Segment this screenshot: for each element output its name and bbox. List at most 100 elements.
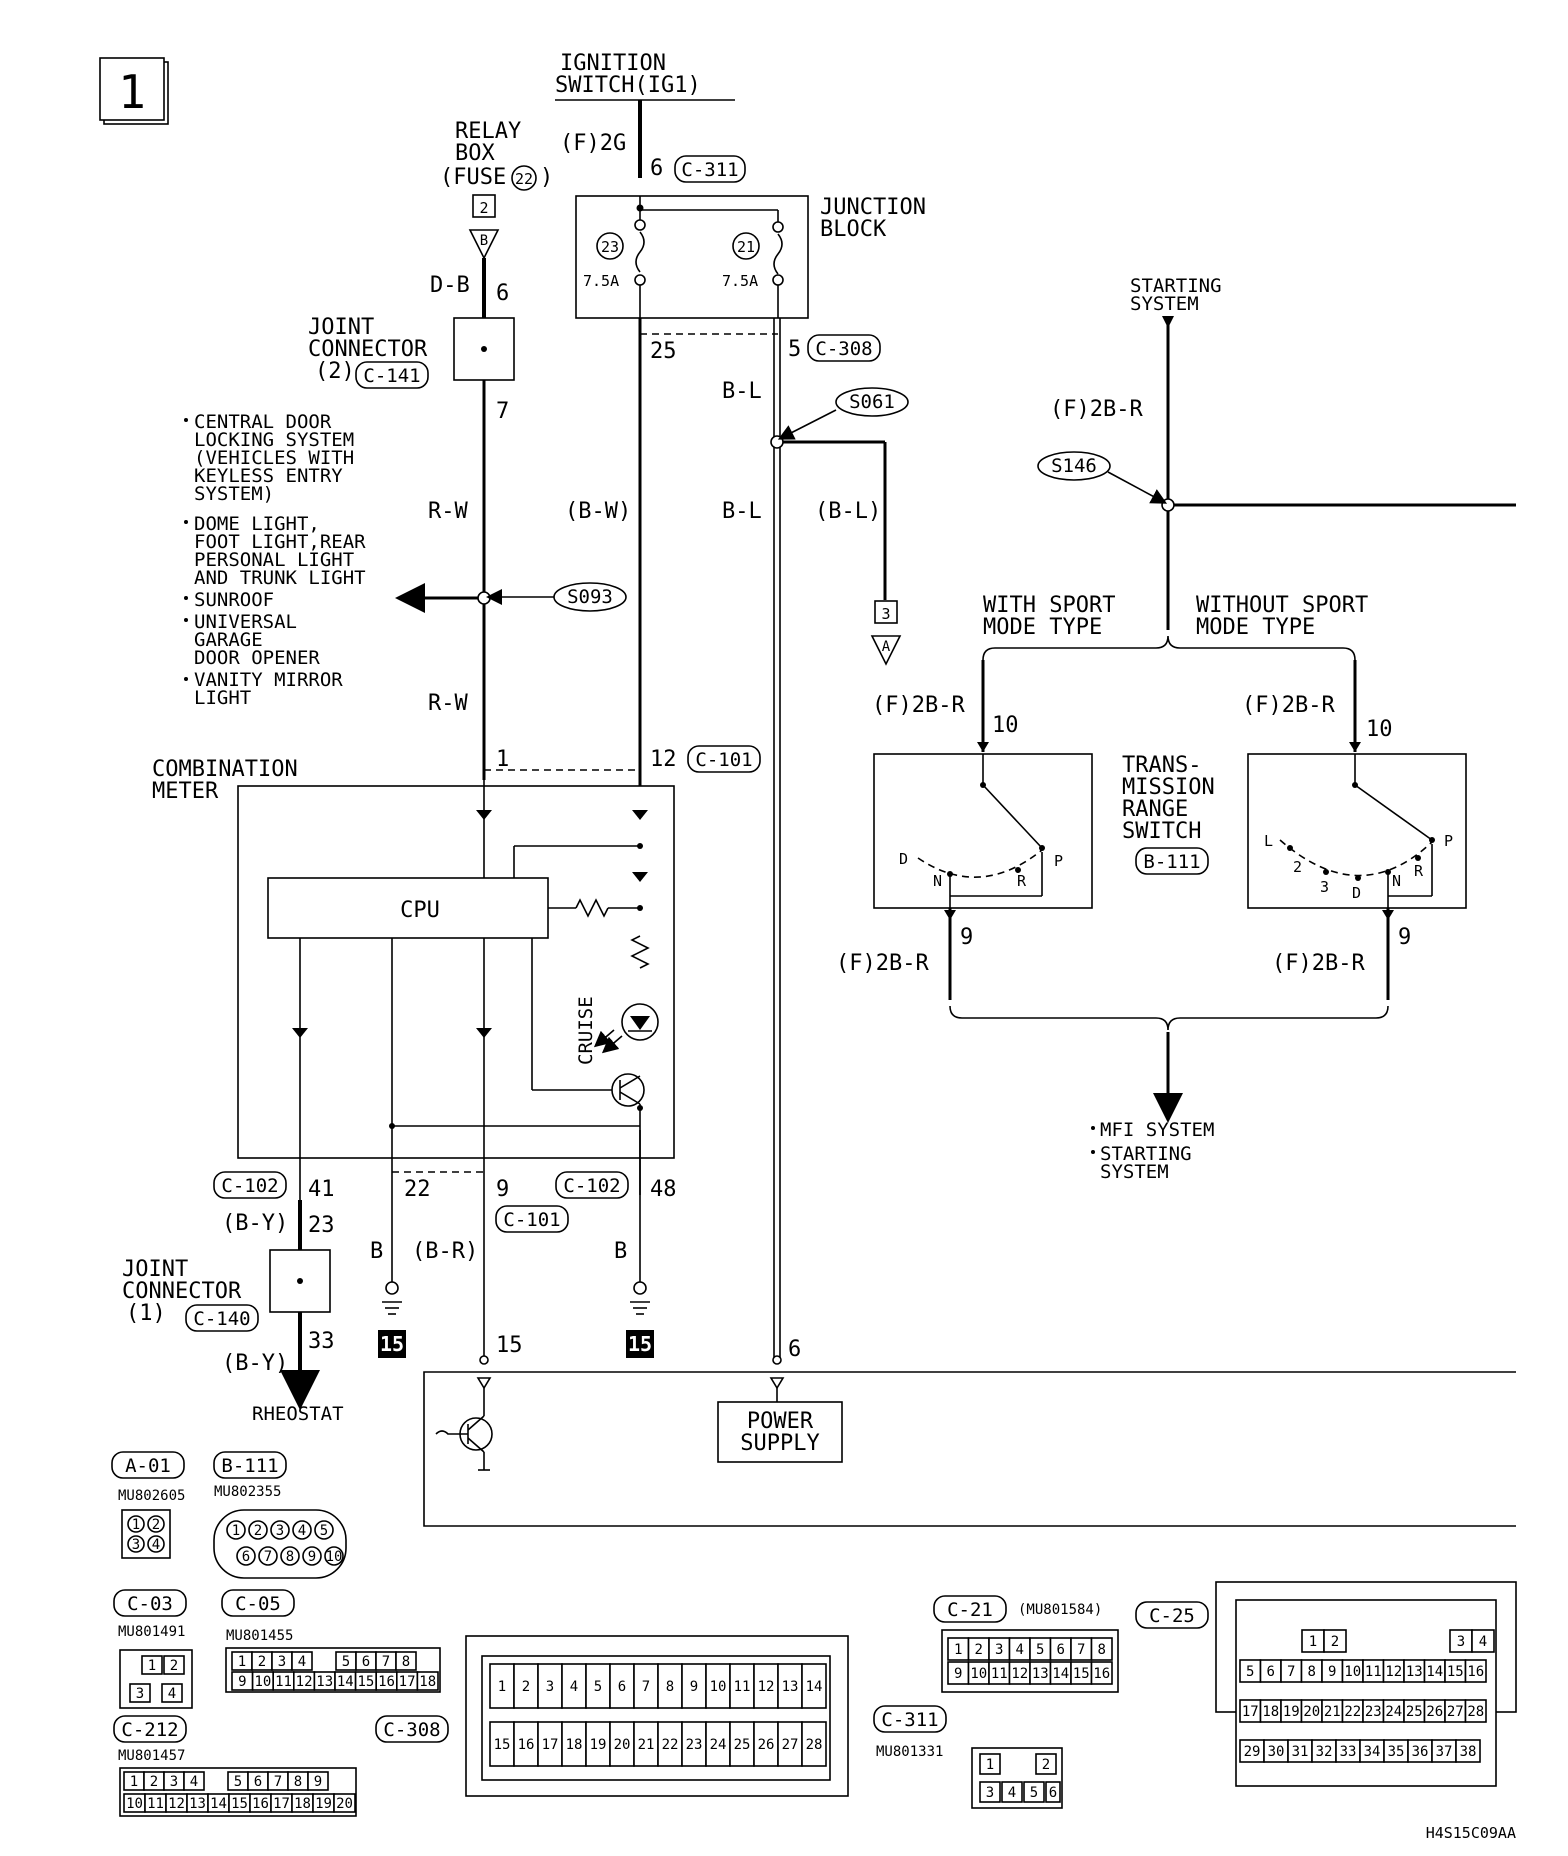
svg-text:1: 1 bbox=[986, 1757, 994, 1773]
c308-pin-15-label: 15 bbox=[494, 1737, 511, 1753]
jc2-pin-out: 7 bbox=[496, 399, 509, 424]
relay-fuse-badge bbox=[511, 165, 537, 191]
c21-pin-13-label: 13 bbox=[1032, 1666, 1049, 1682]
c308-pin-11-label: 11 bbox=[734, 1679, 751, 1695]
resistor-horizontal bbox=[575, 898, 609, 918]
svg-text:2: 2 bbox=[479, 199, 488, 217]
jc1-title-line2: CONNECTOR bbox=[122, 1279, 242, 1304]
c25-pin-19-label: 19 bbox=[1283, 1704, 1300, 1720]
c25-pin-32-label: 32 bbox=[1316, 1744, 1333, 1760]
ref-b-triangle bbox=[468, 229, 500, 260]
c05-pin-13-label: 13 bbox=[316, 1674, 333, 1690]
ref-3-box bbox=[874, 600, 898, 624]
c21-pin-15-label: 15 bbox=[1073, 1666, 1090, 1682]
c308-pin-19 bbox=[585, 1721, 611, 1767]
splice-s061-dot bbox=[770, 435, 784, 449]
b111-pins: 1 2 3 4 5 6 7 8 9 10 bbox=[226, 1520, 344, 1566]
c308-pin-18-label: 18 bbox=[566, 1737, 583, 1753]
ground-15-right bbox=[626, 1330, 654, 1358]
svg-text:3: 3 bbox=[136, 1686, 144, 1702]
svg-text:PERSONAL LIGHT: PERSONAL LIGHT bbox=[194, 549, 354, 571]
jc1-pin-out: 33 bbox=[308, 1329, 335, 1354]
c21-pin-11-label: 11 bbox=[991, 1666, 1008, 1682]
c25-pin-23-label: 23 bbox=[1365, 1704, 1382, 1720]
c308-pin-18 bbox=[561, 1721, 587, 1767]
c05-pin-8 bbox=[395, 1651, 417, 1671]
tr-pin-9-right: 9 bbox=[1398, 925, 1411, 950]
b111-part: MU802355 bbox=[214, 1484, 281, 1500]
c25-pin-5-label: 5 bbox=[1246, 1664, 1254, 1680]
tr-switch-without-sport bbox=[1247, 753, 1467, 909]
c05-pin-18-label: 18 bbox=[419, 1674, 436, 1690]
c25-pin-2 bbox=[1323, 1629, 1347, 1653]
c212-pin-9 bbox=[307, 1771, 329, 1791]
fuse-21-badge bbox=[732, 232, 760, 260]
jc1-title-line3: (1) bbox=[126, 1301, 166, 1326]
c25-pin-38-label: 38 bbox=[1460, 1744, 1477, 1760]
svg-text:SUNROOF: SUNROOF bbox=[194, 589, 274, 611]
jc1-wire-in: (B-Y) bbox=[222, 1211, 288, 1236]
resistor-vertical bbox=[630, 935, 650, 969]
c308-pin-27-label: 27 bbox=[782, 1737, 799, 1753]
c308-pin-20 bbox=[609, 1721, 635, 1767]
c212-pin-9-label: 9 bbox=[314, 1774, 322, 1790]
rheostat-label: RHEOSTAT bbox=[252, 1403, 344, 1425]
c308-pin-12-label: 12 bbox=[758, 1679, 775, 1695]
svg-text:S146: S146 bbox=[1051, 455, 1097, 477]
destination-starting-line1: STARTING bbox=[1100, 1143, 1192, 1165]
relay-box-line3: (FUSE bbox=[440, 165, 506, 190]
destination-bracket bbox=[949, 1005, 1389, 1031]
c212-code-capsule bbox=[113, 1715, 187, 1743]
svg-text:D: D bbox=[1352, 884, 1361, 902]
c05-pin-3-label: 3 bbox=[278, 1654, 286, 1670]
page-number: 1 bbox=[118, 65, 146, 119]
ecu-box bbox=[423, 1371, 1516, 1527]
diagram-code: H4S15C09AA bbox=[1426, 1824, 1516, 1842]
c212-pin-10-label: 10 bbox=[126, 1796, 143, 1812]
svg-text:3: 3 bbox=[276, 1523, 284, 1539]
c25-pin-4 bbox=[1471, 1629, 1495, 1653]
c308-pin-7 bbox=[633, 1663, 659, 1709]
svg-text:6: 6 bbox=[1049, 1785, 1057, 1801]
jb-title-line1: JUNCTION bbox=[820, 195, 926, 220]
c308-pin-8-label: 8 bbox=[666, 1679, 674, 1695]
cruise-label: CRUISE bbox=[575, 996, 597, 1065]
tr-conn-capsule bbox=[1135, 847, 1209, 875]
c21-pin-1-label: 1 bbox=[954, 1642, 962, 1658]
c25-pin-27-label: 27 bbox=[1447, 1704, 1464, 1720]
c25-pin-14-label: 14 bbox=[1426, 1664, 1443, 1680]
c25-pin-26-label: 26 bbox=[1426, 1704, 1443, 1720]
splice-s093-dot bbox=[477, 591, 491, 605]
svg-text:A: A bbox=[882, 639, 891, 655]
a01-code-capsule bbox=[111, 1451, 185, 1479]
svg-text:2: 2 bbox=[1293, 858, 1302, 876]
svg-text:N: N bbox=[933, 872, 942, 890]
svg-text:C-102: C-102 bbox=[221, 1175, 278, 1197]
tr-pin-9-left: 9 bbox=[960, 925, 973, 950]
c308-pin-19-label: 19 bbox=[590, 1737, 607, 1753]
c308-pin-17 bbox=[537, 1721, 563, 1767]
svg-text:2: 2 bbox=[254, 1523, 262, 1539]
c308-pin-8 bbox=[657, 1663, 683, 1709]
c21-part: (MU801584) bbox=[1018, 1602, 1102, 1618]
c308-pin-13-label: 13 bbox=[782, 1679, 799, 1695]
c308-pin-20-label: 20 bbox=[614, 1737, 631, 1753]
cpu-block bbox=[267, 877, 549, 939]
c308-pin-21-label: 21 bbox=[638, 1737, 655, 1753]
jc1-title-line1: JOINT bbox=[122, 1257, 188, 1282]
c25-pin-4-label: 4 bbox=[1479, 1634, 1487, 1650]
svg-text:C-308: C-308 bbox=[383, 1719, 440, 1741]
svg-text:1: 1 bbox=[232, 1523, 240, 1539]
c212-pin-1-label: 1 bbox=[130, 1774, 138, 1790]
c308-pin-9-label: 9 bbox=[690, 1679, 698, 1695]
svg-text:B: B bbox=[480, 233, 488, 249]
c05-pin-7-label: 7 bbox=[382, 1654, 390, 1670]
meter-pin-48: 48 bbox=[650, 1177, 677, 1202]
lower-pin-15: 15 bbox=[496, 1333, 523, 1358]
svg-text:2: 2 bbox=[170, 1658, 178, 1674]
without-sport-line2: MODE TYPE bbox=[1196, 615, 1315, 640]
tr-title-line1: TRANS- bbox=[1122, 753, 1201, 778]
svg-text:UNIVERSAL: UNIVERSAL bbox=[194, 611, 297, 633]
